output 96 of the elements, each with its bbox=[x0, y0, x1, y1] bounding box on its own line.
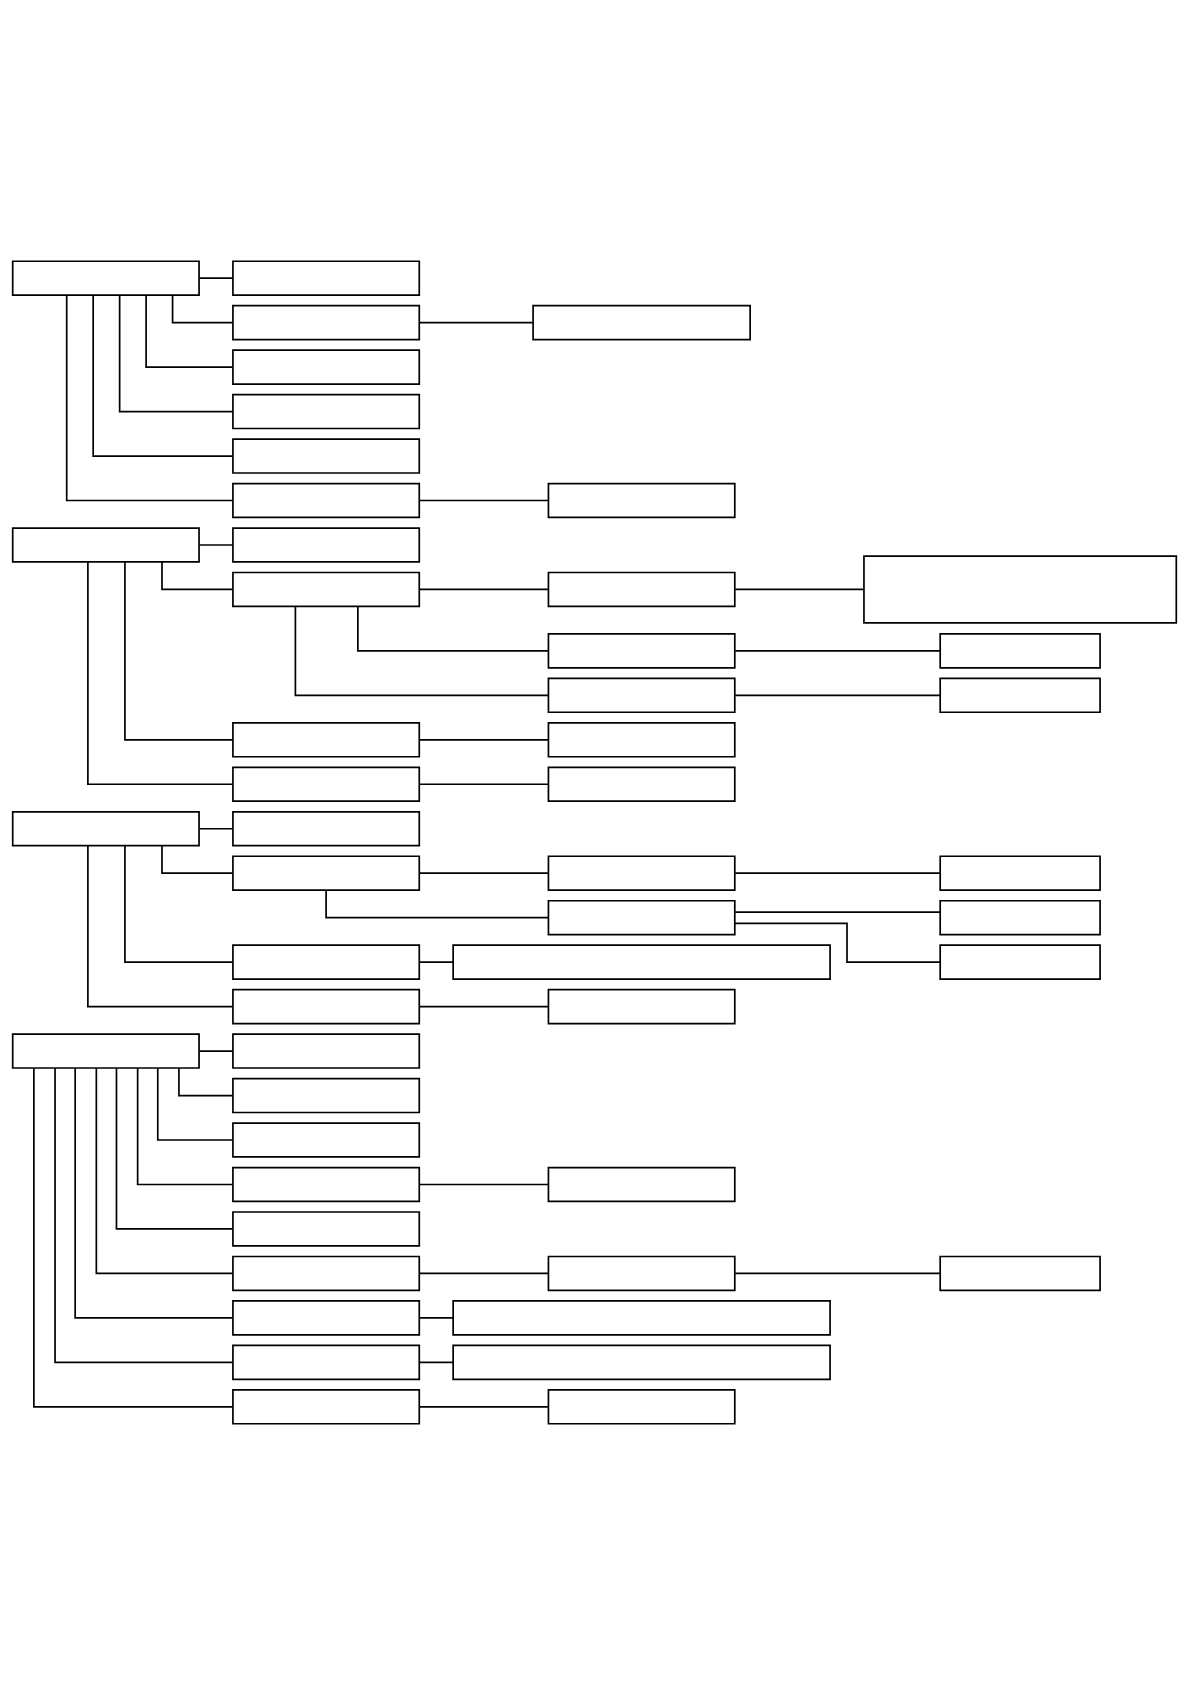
connector bbox=[418, 872, 550, 875]
node-box bbox=[232, 1033, 421, 1069]
node-box bbox=[232, 1166, 421, 1203]
connector bbox=[156, 1067, 234, 1141]
connector bbox=[87, 844, 234, 1008]
connector bbox=[734, 650, 941, 652]
node-box bbox=[939, 944, 1101, 980]
connector bbox=[198, 544, 234, 546]
node-box bbox=[232, 393, 421, 430]
connector bbox=[418, 961, 454, 963]
node-box bbox=[11, 260, 200, 296]
node-box bbox=[547, 677, 736, 714]
node-box bbox=[232, 1211, 421, 1247]
node-box bbox=[547, 571, 736, 608]
node-box bbox=[452, 1300, 831, 1336]
node-box bbox=[11, 1033, 200, 1069]
connector bbox=[74, 1067, 234, 1319]
connector bbox=[418, 321, 534, 324]
node-box bbox=[232, 438, 421, 474]
connector bbox=[171, 294, 234, 324]
node-box bbox=[939, 855, 1101, 891]
connector bbox=[92, 294, 234, 457]
connector bbox=[418, 1005, 550, 1008]
node-box bbox=[547, 899, 736, 936]
node-box bbox=[939, 899, 1101, 936]
connector bbox=[357, 605, 550, 652]
node-box bbox=[232, 1300, 421, 1336]
connector bbox=[145, 294, 234, 368]
connector bbox=[136, 1067, 234, 1186]
node-box bbox=[939, 677, 1101, 714]
node-box bbox=[232, 571, 421, 608]
node-box bbox=[232, 988, 421, 1025]
connector bbox=[161, 561, 234, 591]
connector bbox=[418, 588, 550, 591]
node-box bbox=[547, 988, 736, 1025]
connector bbox=[418, 1272, 550, 1275]
connector bbox=[54, 1067, 234, 1364]
node-box bbox=[547, 855, 736, 891]
node-box bbox=[939, 633, 1101, 669]
connector bbox=[33, 1067, 234, 1408]
node-box bbox=[532, 304, 751, 341]
connector bbox=[65, 294, 234, 502]
connector bbox=[734, 694, 941, 697]
node-box bbox=[547, 1389, 736, 1425]
node-box bbox=[232, 349, 421, 385]
connector bbox=[161, 844, 234, 875]
connector bbox=[418, 1405, 550, 1408]
connector bbox=[734, 872, 941, 875]
connector bbox=[124, 561, 234, 741]
connector bbox=[734, 911, 941, 913]
connector bbox=[115, 1067, 234, 1230]
node-box bbox=[232, 1077, 421, 1114]
node-box bbox=[939, 1255, 1101, 1292]
connector bbox=[198, 277, 234, 280]
node-box bbox=[232, 766, 421, 803]
connector bbox=[294, 605, 550, 697]
node-box bbox=[232, 722, 421, 758]
node-box bbox=[452, 944, 831, 980]
node-box bbox=[547, 482, 736, 519]
node-box bbox=[232, 1255, 421, 1292]
node-box bbox=[863, 555, 1178, 624]
node-box bbox=[232, 1389, 421, 1425]
connector bbox=[418, 738, 550, 741]
node-box bbox=[232, 855, 421, 891]
connector bbox=[734, 588, 865, 591]
node-box bbox=[232, 1344, 421, 1381]
connector bbox=[418, 499, 550, 502]
connector bbox=[178, 1067, 234, 1097]
node-box bbox=[547, 633, 736, 669]
connector bbox=[418, 1317, 454, 1319]
connector bbox=[325, 889, 550, 919]
node-box bbox=[232, 304, 421, 341]
node-box bbox=[232, 260, 421, 296]
connector bbox=[118, 294, 234, 413]
connector bbox=[198, 827, 234, 830]
node-box bbox=[547, 766, 736, 803]
connector bbox=[418, 1183, 550, 1186]
node-box bbox=[547, 722, 736, 758]
node-box bbox=[232, 482, 421, 519]
connector bbox=[95, 1067, 234, 1275]
node-box bbox=[547, 1255, 736, 1292]
connector bbox=[734, 922, 941, 963]
connector bbox=[418, 783, 550, 786]
node-box bbox=[232, 944, 421, 980]
connector bbox=[87, 561, 234, 786]
node-box bbox=[232, 810, 421, 847]
node-box bbox=[452, 1344, 831, 1381]
connector bbox=[418, 1361, 454, 1364]
node-box bbox=[547, 1166, 736, 1203]
connector bbox=[734, 1272, 941, 1275]
node-box bbox=[11, 527, 200, 563]
connector bbox=[124, 845, 234, 963]
node-box bbox=[11, 810, 200, 847]
node-box bbox=[232, 527, 421, 563]
node-box bbox=[232, 1122, 421, 1158]
connector bbox=[198, 1050, 234, 1052]
